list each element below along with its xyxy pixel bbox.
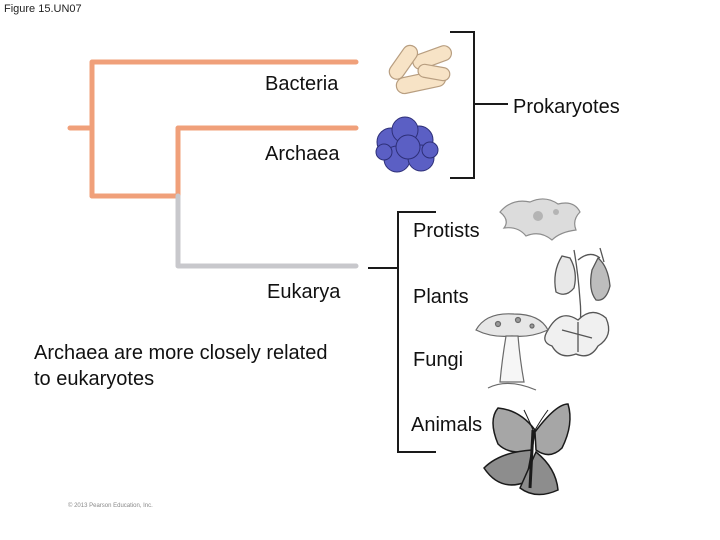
figure-label: Figure 15.UN07: [4, 3, 82, 15]
label-bacteria: Bacteria: [265, 73, 339, 95]
protist-icon: [499, 198, 581, 241]
label-fungi: Fungi: [413, 349, 464, 371]
label-eukarya: Eukarya: [267, 281, 341, 303]
bacteria-branch: [89, 59, 359, 199]
copyright-text: © 2013 Pearson Education, Inc.: [68, 503, 153, 509]
butterfly-icon: [483, 403, 571, 496]
archaea-cluster-icon: [375, 116, 439, 173]
eukarya-branch: [175, 193, 359, 269]
label-protists: Protists: [413, 220, 480, 242]
explanatory-note: Archaea are more closely related to euka…: [34, 342, 328, 390]
tree-branches: [67, 59, 359, 269]
archaea-branch: [175, 125, 359, 199]
mushroom-icon: [475, 313, 549, 391]
bacteria-rods-icon: [388, 44, 453, 95]
columbine-flower-icon: [544, 247, 611, 357]
label-plants: Plants: [413, 286, 469, 308]
label-archaea: Archaea: [265, 143, 340, 165]
prokaryotes-bracket: [450, 31, 508, 179]
label-animals: Animals: [411, 414, 483, 436]
eukarya-bracket: [368, 211, 436, 453]
label-prokaryotes: Prokaryotes: [513, 96, 620, 118]
